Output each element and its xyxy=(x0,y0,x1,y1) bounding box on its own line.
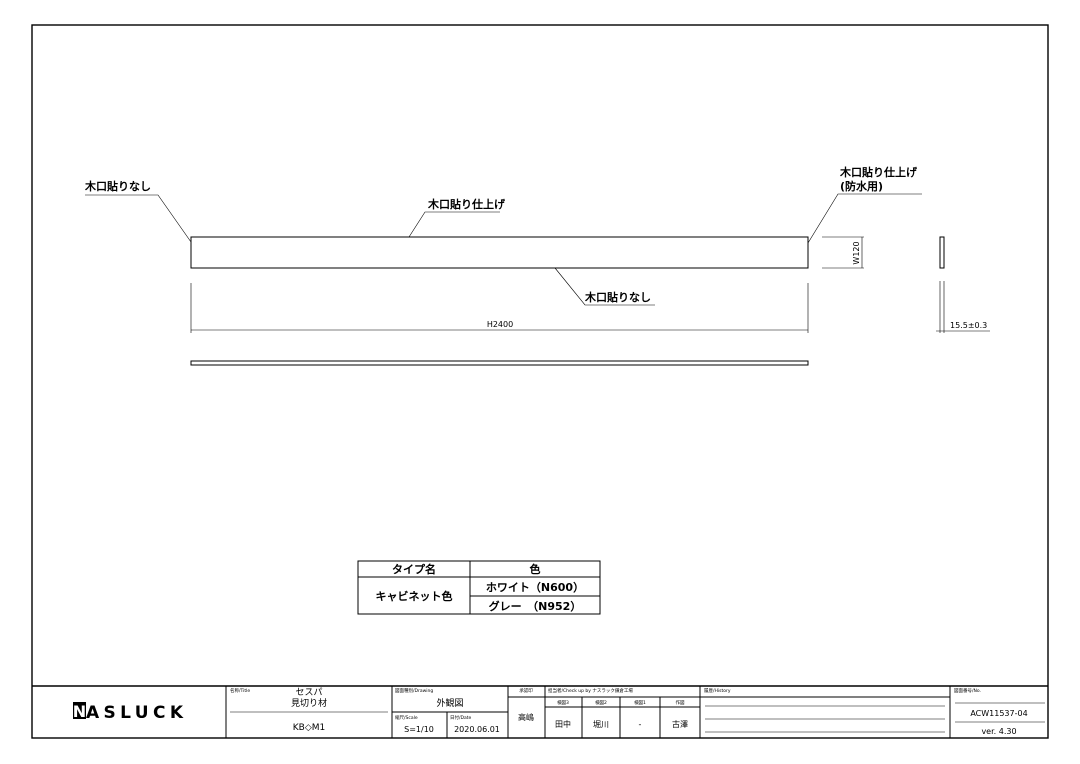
table-header-color: 色 xyxy=(530,562,541,576)
title-label: 名称/Title xyxy=(230,687,250,694)
draft-header: 作図 xyxy=(676,699,685,706)
check-value-2: 堀川 xyxy=(593,720,609,729)
callout-bottom-edge: 木口貼りなし xyxy=(584,290,651,304)
version: ver. 4.30 xyxy=(981,727,1016,736)
date-value: 2020.06.01 xyxy=(454,725,500,734)
scale-label: 縮尺/Scale xyxy=(395,714,418,721)
drawing-label: 図面種別/Drawing xyxy=(395,687,433,694)
check-label: 担当者/Check up by ナスラック鎌倉工場 xyxy=(548,687,633,694)
approval-label: 承認印 xyxy=(519,687,533,694)
table-header-type: タイプ名 xyxy=(392,562,436,576)
sheet-border xyxy=(31,24,1049,739)
history-label: 履歴/History xyxy=(704,688,731,694)
color-table: タイプ名 色 キャビネット色 ホワイト（N600） グレー （N952） xyxy=(357,560,601,615)
logo: N ASLUCK xyxy=(73,702,184,723)
side-view: 15.5±0.3 xyxy=(936,236,990,333)
callout-left-end: 木口貼りなし xyxy=(84,179,151,193)
edge-view xyxy=(190,360,809,366)
title-line1: セスパ xyxy=(295,687,322,698)
number-label: 図面番号/No. xyxy=(954,687,981,694)
model-number: KB◇M1 xyxy=(293,723,326,733)
svg-text:N: N xyxy=(73,702,86,721)
draft-value: 古澤 xyxy=(672,719,688,729)
title-block: N ASLUCK 名称/Title セスパ 見切り材 KB◇M1 図面種別/Dr… xyxy=(32,685,1048,738)
logo-text: ASLUCK xyxy=(86,703,184,723)
table-type-name: キャビネット色 xyxy=(376,589,453,603)
width-dimension: W120 xyxy=(852,241,861,264)
check-value-1: - xyxy=(639,720,642,729)
check-value-3: 田中 xyxy=(555,719,571,729)
check-header-3: 検図3 xyxy=(557,699,569,706)
approver: 高嶋 xyxy=(518,712,534,722)
table-color-gray: グレー （N952） xyxy=(489,599,582,613)
front-view: 木口貼りなし 木口貼り仕上げ 木口貼り仕上げ (防水用) 木口貼りなし H240… xyxy=(84,165,922,333)
scale-value: S=1/10 xyxy=(404,725,434,734)
table-color-white: ホワイト（N600） xyxy=(486,581,584,594)
date-label: 日付/Date xyxy=(450,714,472,721)
title-line2: 見切り材 xyxy=(291,697,327,709)
drawing-number: ACW11537-04 xyxy=(970,709,1027,718)
length-dimension: H2400 xyxy=(487,320,513,329)
drawing-type: 外観図 xyxy=(436,697,463,709)
check-header-2: 検図2 xyxy=(595,699,607,706)
panel-outline xyxy=(190,236,809,269)
thickness-dimension: 15.5±0.3 xyxy=(950,321,987,330)
callout-top-edge: 木口貼り仕上げ xyxy=(427,197,506,211)
callout-right-end-2: (防水用) xyxy=(840,179,883,193)
check-header-1: 検図1 xyxy=(634,699,646,706)
callout-right-end-1: 木口貼り仕上げ xyxy=(839,165,918,179)
